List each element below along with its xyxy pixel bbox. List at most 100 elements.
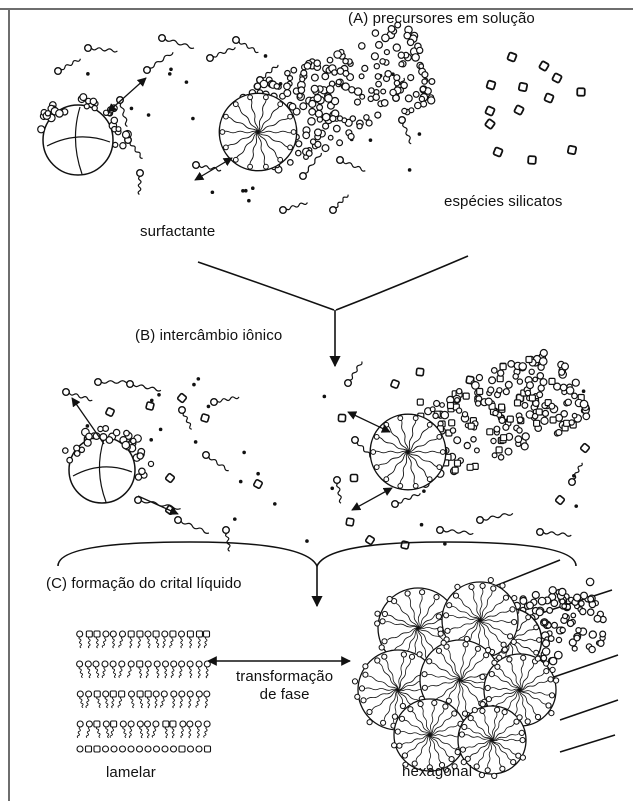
head-bead: [525, 390, 530, 395]
surfactant-head: [437, 527, 444, 534]
ion-dot: [197, 377, 201, 381]
head-bead: [455, 584, 460, 589]
head-bead: [363, 672, 368, 677]
lamellar-tail: [88, 637, 90, 648]
head-bead: [437, 465, 442, 470]
ion-dot: [147, 113, 151, 117]
head-square: [455, 460, 461, 466]
silicate-square: [528, 156, 536, 164]
head-bead: [376, 42, 383, 49]
head-bead: [120, 143, 126, 149]
head-bead: [354, 88, 361, 95]
surfactant-tail: [141, 501, 180, 510]
surfactant-tail: [403, 123, 411, 144]
head-bead: [398, 416, 403, 421]
head-bead: [497, 655, 502, 660]
head-bead: [556, 637, 561, 642]
head-bead: [427, 422, 432, 427]
head-bead: [539, 358, 547, 366]
head-bead: [317, 117, 322, 122]
head-bead: [420, 86, 426, 92]
lamellar-tail: [197, 727, 199, 738]
lamellar-phase: [77, 631, 211, 752]
head-bead: [163, 661, 169, 667]
head-bead: [311, 85, 318, 92]
head-bead: [581, 592, 588, 599]
silicate-square: [365, 535, 375, 545]
head-bead: [412, 54, 419, 61]
lamellar-tail: [106, 727, 109, 738]
surfactant-head: [352, 437, 359, 444]
head-bead: [540, 350, 547, 357]
surfactant-tail: [444, 530, 474, 534]
lamellar-tail: [170, 637, 173, 648]
head-bead: [148, 461, 153, 466]
head-square: [111, 721, 117, 727]
head-bead: [77, 691, 83, 697]
head-bead: [561, 411, 567, 417]
head-bead: [103, 746, 109, 752]
head-bead: [484, 653, 489, 658]
ion-dot: [149, 438, 153, 442]
head-bead: [398, 52, 404, 58]
head-bead: [547, 608, 553, 614]
head-bead: [131, 438, 136, 443]
head-bead: [367, 709, 372, 714]
head-bead: [179, 661, 185, 667]
head-bead: [515, 436, 522, 443]
head-bead: [86, 721, 92, 727]
surfactant-head: [337, 157, 344, 164]
lamellar-tail: [204, 637, 207, 648]
surfactant-tail: [213, 47, 235, 57]
head-bead: [492, 660, 497, 665]
surfactant-head: [175, 517, 182, 524]
head-square: [163, 721, 169, 727]
surfactant-tail: [335, 195, 348, 208]
head-bead: [84, 104, 89, 109]
lamellar-tail: [198, 667, 200, 678]
ion-dot: [169, 67, 173, 71]
head-bead: [559, 588, 566, 595]
surfactant-head: [203, 452, 210, 459]
head-bead: [460, 747, 465, 752]
silicate-square: [555, 495, 565, 505]
head-square: [487, 429, 493, 435]
head-square: [529, 395, 535, 401]
ion-dot: [159, 428, 163, 432]
head-bead: [116, 127, 121, 132]
head-bead: [550, 667, 555, 672]
head-bead: [348, 134, 354, 140]
head-bead: [145, 721, 151, 727]
lamellar-tail: [180, 697, 182, 708]
ion-dot: [251, 186, 255, 190]
surfactant-tail: [61, 59, 80, 70]
head-bead: [572, 646, 577, 651]
head-bead: [517, 428, 522, 433]
head-bead: [559, 369, 565, 375]
surfactant-head: [63, 389, 70, 396]
head-bead: [63, 448, 68, 453]
head-bead: [548, 677, 553, 682]
lamellar-tail: [86, 727, 89, 738]
lamellar-tail: [190, 637, 192, 648]
lamellar-label: lamelar: [106, 764, 156, 782]
lamellar-tail: [206, 667, 208, 678]
ion-dot: [330, 486, 334, 490]
head-bead: [322, 73, 329, 80]
head-bead: [507, 657, 512, 662]
lamellar-tail: [181, 727, 184, 738]
lamellar-tail: [163, 637, 165, 648]
head-bead: [103, 426, 109, 432]
head-bead: [511, 639, 516, 644]
head-bead: [549, 587, 556, 594]
surfactant-tail: [120, 103, 127, 126]
surfactant-tail: [337, 483, 342, 503]
head-bead: [409, 654, 414, 659]
silicate-square: [146, 402, 154, 410]
head-bead: [314, 95, 321, 102]
rod-axis-line: [560, 735, 615, 752]
head-bead: [428, 97, 435, 104]
head-bead: [375, 658, 380, 663]
surfactant-head: [85, 45, 92, 52]
head-bead: [453, 593, 458, 598]
